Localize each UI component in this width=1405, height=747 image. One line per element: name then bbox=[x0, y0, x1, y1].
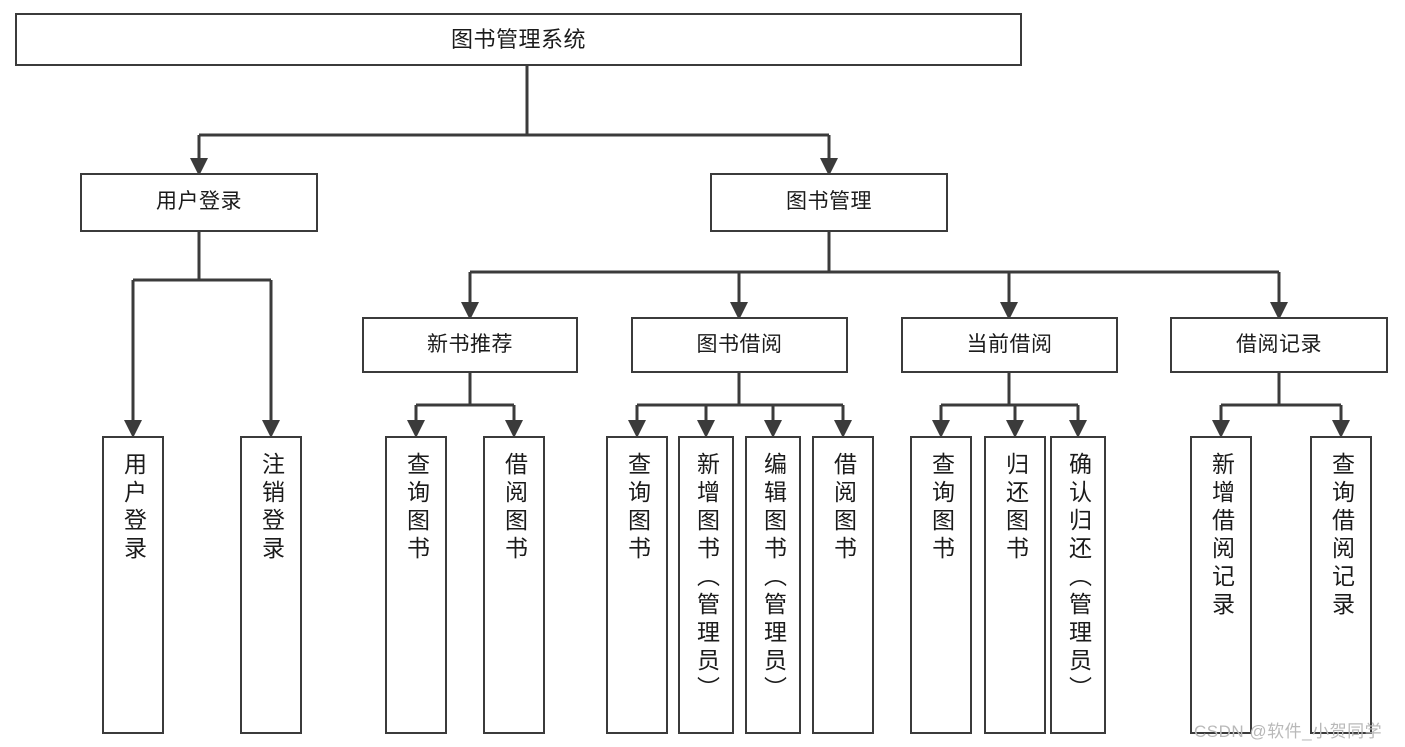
node-borrow-record[interactable]: 借阅记录 bbox=[1170, 317, 1388, 373]
node-user-login-label: 用户登录 bbox=[156, 190, 242, 214]
node-book-manage[interactable]: 图书管理 bbox=[710, 173, 948, 232]
node-leaf-borrow-book-1[interactable]: 借阅图书 bbox=[483, 436, 545, 734]
node-user-login[interactable]: 用户登录 bbox=[80, 173, 318, 232]
node-leaf-add-book-label: 新增图书（管理员） bbox=[693, 452, 720, 704]
node-leaf-borrow-book-2[interactable]: 借阅图书 bbox=[812, 436, 874, 734]
node-leaf-edit-book[interactable]: 编辑图书（管理员） bbox=[745, 436, 801, 734]
node-book-borrow-label: 图书借阅 bbox=[696, 332, 783, 356]
node-borrow-record-label: 借阅记录 bbox=[1236, 332, 1322, 356]
node-leaf-query-book-3-label: 查询图书 bbox=[928, 452, 955, 564]
node-leaf-return-book-label: 归还图书 bbox=[1002, 452, 1029, 564]
node-leaf-confirm-return[interactable]: 确认归还（管理员） bbox=[1050, 436, 1106, 734]
node-leaf-borrow-book-1-label: 借阅图书 bbox=[501, 452, 528, 564]
node-leaf-borrow-book-2-label: 借阅图书 bbox=[830, 452, 857, 564]
node-leaf-user-login[interactable]: 用户登录 bbox=[102, 436, 164, 734]
node-current-borrow-label: 当前借阅 bbox=[966, 332, 1053, 356]
node-leaf-query-borrow-record-label: 查询借阅记录 bbox=[1328, 452, 1355, 620]
node-leaf-return-book[interactable]: 归还图书 bbox=[984, 436, 1046, 734]
node-leaf-add-borrow-record-label: 新增借阅记录 bbox=[1208, 452, 1235, 620]
node-leaf-add-book[interactable]: 新增图书（管理员） bbox=[678, 436, 734, 734]
node-current-borrow[interactable]: 当前借阅 bbox=[901, 317, 1118, 373]
node-leaf-query-book-3[interactable]: 查询图书 bbox=[910, 436, 972, 734]
node-new-book-recommend-label: 新书推荐 bbox=[427, 332, 513, 356]
node-leaf-confirm-return-label: 确认归还（管理员） bbox=[1065, 452, 1092, 704]
node-new-book-recommend[interactable]: 新书推荐 bbox=[362, 317, 578, 373]
node-leaf-query-borrow-record[interactable]: 查询借阅记录 bbox=[1310, 436, 1372, 734]
node-leaf-logout-login-label: 注销登录 bbox=[258, 452, 285, 564]
node-leaf-logout-login[interactable]: 注销登录 bbox=[240, 436, 302, 734]
node-leaf-query-book-2-label: 查询图书 bbox=[624, 452, 651, 564]
node-root-label: 图书管理系统 bbox=[450, 26, 586, 52]
node-leaf-user-login-label: 用户登录 bbox=[120, 452, 147, 564]
node-root[interactable]: 图书管理系统 bbox=[15, 13, 1022, 66]
node-book-borrow[interactable]: 图书借阅 bbox=[631, 317, 848, 373]
node-leaf-query-book-1-label: 查询图书 bbox=[403, 452, 430, 564]
node-leaf-query-book-2[interactable]: 查询图书 bbox=[606, 436, 668, 734]
node-leaf-query-book-1[interactable]: 查询图书 bbox=[385, 436, 447, 734]
node-book-manage-label: 图书管理 bbox=[786, 190, 872, 214]
node-leaf-edit-book-label: 编辑图书（管理员） bbox=[760, 452, 787, 704]
node-leaf-add-borrow-record[interactable]: 新增借阅记录 bbox=[1190, 436, 1252, 734]
